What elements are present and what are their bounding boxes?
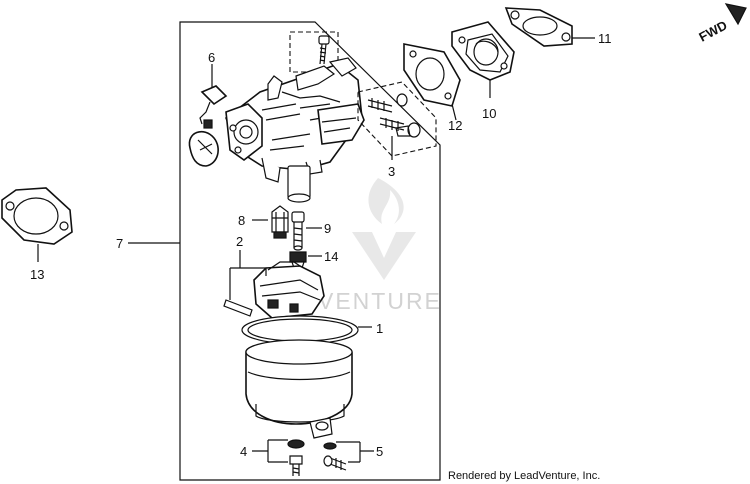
part-12-gasket [403,43,461,107]
callout-12: 12 [448,118,462,133]
part-13-gasket [1,187,73,245]
leader-lines [37,37,595,463]
callout-3: 3 [388,164,395,179]
callout-14: 14 [324,249,338,264]
callout-13: 13 [30,267,44,282]
throttle-stop-screw [318,35,330,65]
callout-11: 11 [598,31,612,46]
callout-10: 10 [482,106,496,121]
callout-6: 6 [208,50,215,65]
part-5-drain-screw [323,442,347,471]
fwd-arrow-icon: FWD [696,3,747,45]
assembly-frame [179,21,441,481]
part-4-drain-bolt [287,439,305,476]
part-8-float-valve [271,205,289,239]
part-9-main-nozzle [291,211,305,251]
callout-8: 8 [238,213,245,228]
callout-2: 2 [236,234,243,249]
part-6-choke-lever [188,85,228,167]
part-2-float [223,261,325,319]
footer-credit: Rendered by LeadVenture, Inc. [448,470,600,482]
callout-9: 9 [324,221,331,236]
watermark-text: VENTURE [318,288,442,314]
fwd-label: FWD [696,18,729,45]
callout-4: 4 [240,444,247,459]
callout-1: 1 [376,321,383,336]
part-3-adjust-screws [367,93,421,138]
callout-5: 5 [376,444,383,459]
carburetor-body [225,57,365,203]
flame-v-logo-icon [352,178,416,280]
part-11-gasket [504,7,573,47]
float-bowl [245,339,353,439]
screw-set-box [357,81,437,157]
callout-7: 7 [116,236,123,251]
part-10-insulator [451,21,515,81]
